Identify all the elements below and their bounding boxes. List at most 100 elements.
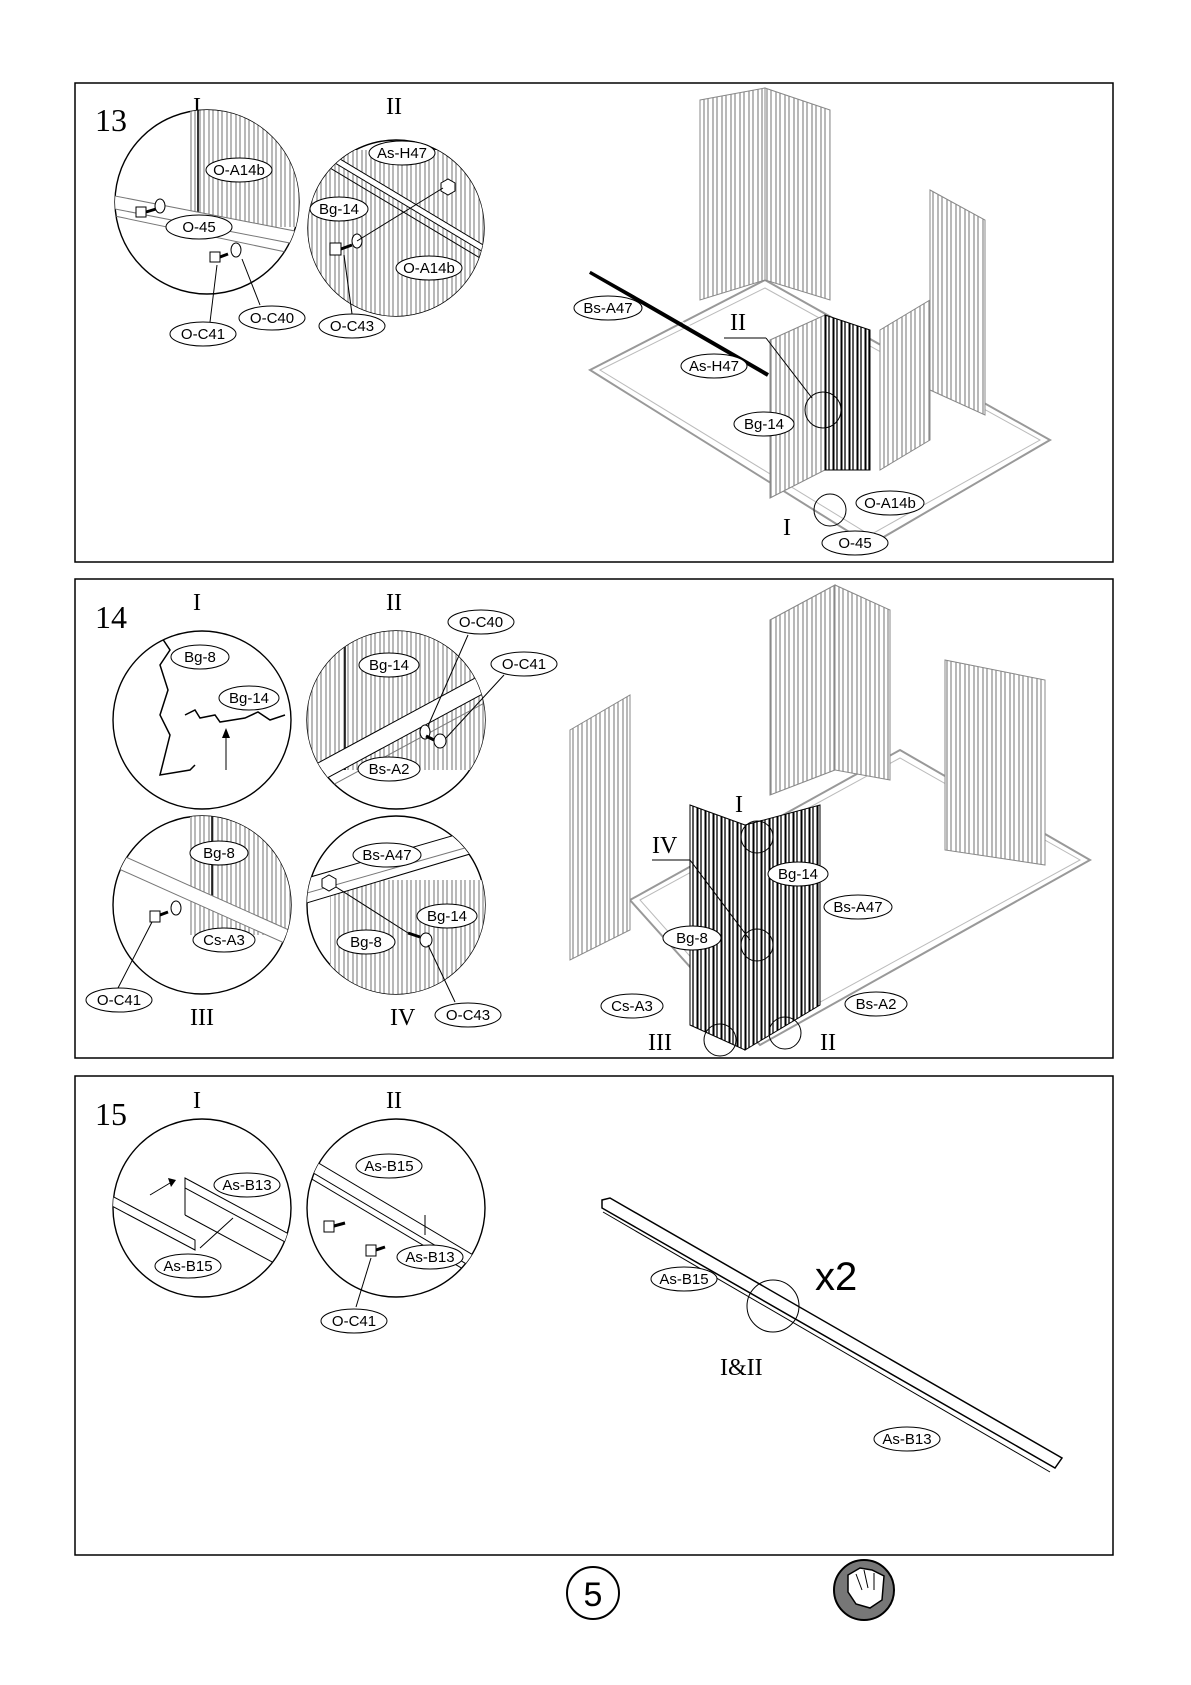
- callout-bs-a2-main: Bs-A2: [845, 992, 907, 1016]
- step-number: 14: [95, 599, 127, 635]
- step-number: 15: [95, 1096, 127, 1132]
- view-label-ii: II: [386, 1088, 402, 1114]
- main-assembly-step-13: II I Bs-A47 As-H47 Bg-14 O-A14b O-45: [574, 88, 1050, 555]
- callout-o-c41-2: O-C41: [86, 988, 152, 1012]
- callout-bs-a2: Bs-A2: [358, 757, 420, 781]
- svg-text:Bs-A2: Bs-A2: [369, 761, 410, 778]
- callout-o-a14b: O-A14b: [206, 158, 272, 182]
- callout-bs-a47: Bs-A47: [353, 843, 421, 867]
- svg-text:O-45: O-45: [182, 219, 215, 236]
- step-number: 13: [95, 102, 127, 138]
- svg-text:O-A14b: O-A14b: [403, 260, 455, 277]
- svg-text:As-H47: As-H47: [689, 358, 739, 375]
- view-marker-i: I: [783, 515, 791, 541]
- svg-text:Bg-8: Bg-8: [676, 930, 708, 947]
- callout-as-b15: As-B15: [155, 1254, 221, 1278]
- svg-text:Bg-14: Bg-14: [369, 657, 409, 674]
- callout-o-a14b-main: O-A14b: [856, 491, 924, 515]
- callout-cs-a3: Cs-A3: [193, 928, 255, 952]
- callout-o-c40: O-C40: [448, 610, 514, 634]
- svg-text:O-C40: O-C40: [250, 310, 294, 327]
- svg-text:Bg-8: Bg-8: [184, 649, 216, 666]
- svg-text:As-B15: As-B15: [659, 1271, 708, 1288]
- svg-text:O-C43: O-C43: [330, 318, 374, 335]
- main-assembly-step-14: I IV III II Bg-14 Bs-A47 Bg-8 Cs-A3: [570, 585, 1090, 1056]
- view-label-iii: III: [190, 1005, 214, 1031]
- svg-text:Cs-A3: Cs-A3: [611, 998, 653, 1015]
- step-15-panel: 15 I II As-B13 As-B15: [75, 1076, 1113, 1555]
- page-number: 5: [584, 1576, 603, 1614]
- callout-bg-8: Bg-8: [171, 645, 229, 669]
- svg-text:As-B15: As-B15: [163, 1258, 212, 1275]
- svg-text:O-C41: O-C41: [502, 656, 546, 673]
- callout-o-45: O-45: [166, 215, 232, 239]
- callout-bs-a47-main: Bs-A47: [824, 895, 892, 919]
- step-13-panel: 13 I II: [75, 83, 1113, 562]
- view-label-iv: IV: [390, 1005, 416, 1031]
- svg-text:As-B13: As-B13: [222, 1177, 271, 1194]
- callout-as-b13-2: As-B13: [397, 1245, 463, 1269]
- detail-view-i: Bg-8 Bg-14: [113, 631, 291, 809]
- callout-as-b13: As-B13: [214, 1173, 280, 1197]
- svg-text:O-A14b: O-A14b: [213, 162, 265, 179]
- callout-o-c41: O-C41: [321, 1309, 387, 1333]
- svg-text:O-C43: O-C43: [446, 1007, 490, 1024]
- callout-as-b15-2: As-B15: [356, 1154, 422, 1178]
- callout-bg-14-main: Bg-14: [768, 862, 828, 886]
- svg-text:O-C41: O-C41: [181, 326, 225, 343]
- detail-view-ii: Bg-14 O-C40 O-C41 Bs-A2: [305, 610, 557, 809]
- svg-text:Bs-A47: Bs-A47: [362, 847, 411, 864]
- svg-text:Bs-A2: Bs-A2: [856, 996, 897, 1013]
- svg-text:Bg-14: Bg-14: [744, 416, 784, 433]
- callout-as-h47-main: As-H47: [681, 354, 747, 378]
- callout-o-a14b-2: O-A14b: [396, 256, 462, 280]
- callout-o-c43: O-C43: [435, 1003, 501, 1027]
- callout-o-c40: O-C40: [239, 306, 305, 330]
- gloves-icon: [834, 1560, 894, 1620]
- view-marker-iii: III: [648, 1030, 672, 1056]
- svg-text:O-45: O-45: [838, 535, 871, 552]
- callout-o-c41: O-C41: [170, 322, 236, 346]
- view-marker-ii: II: [820, 1030, 836, 1056]
- callout-o-c43: O-C43: [319, 314, 385, 338]
- detail-view-iii: Bg-8 Cs-A3 O-C41: [86, 815, 300, 1012]
- callout-bg-14-3: Bg-14: [417, 904, 477, 928]
- view-label-ii: II: [386, 590, 402, 616]
- view-label-ii: II: [386, 94, 402, 120]
- svg-text:Bg-8: Bg-8: [350, 934, 382, 951]
- callout-cs-a3-main: Cs-A3: [601, 994, 663, 1018]
- callout-bg-14-2: Bg-14: [359, 653, 419, 677]
- callout-as-h47: As-H47: [369, 141, 435, 165]
- svg-text:O-C41: O-C41: [332, 1313, 376, 1330]
- callout-bg-14: Bg-14: [219, 686, 279, 710]
- view-marker-i: I: [735, 792, 743, 818]
- detail-view-i: As-B13 As-B15: [110, 1119, 300, 1297]
- view-marker-iv: IV: [652, 833, 678, 859]
- step-14-panel: 14 I II III IV Bg-8 Bg-14: [75, 579, 1113, 1058]
- callout-bg-14: Bg-14: [310, 197, 368, 221]
- svg-text:Cs-A3: Cs-A3: [203, 932, 245, 949]
- svg-text:As-B13: As-B13: [882, 1431, 931, 1448]
- view-label-i: I: [193, 590, 201, 616]
- callout-o-45-main: O-45: [822, 531, 888, 555]
- svg-text:Bg-14: Bg-14: [778, 866, 818, 883]
- svg-text:Bg-8: Bg-8: [203, 845, 235, 862]
- svg-text:Bs-A47: Bs-A47: [583, 300, 632, 317]
- svg-text:As-B13: As-B13: [405, 1249, 454, 1266]
- svg-text:As-H47: As-H47: [377, 145, 427, 162]
- callout-as-b13-main: As-B13: [874, 1427, 940, 1451]
- svg-text:O-A14b: O-A14b: [864, 495, 916, 512]
- callout-bg-8-3: Bg-8: [337, 930, 395, 954]
- callout-bg-8-2: Bg-8: [190, 841, 248, 865]
- view-marker-ii: II: [730, 310, 746, 336]
- quantity-multiplier: x2: [815, 1255, 857, 1299]
- callout-o-c41: O-C41: [491, 652, 557, 676]
- page-number-badge: 5: [567, 1567, 619, 1619]
- view-marker-i-and-ii: I&II: [720, 1355, 763, 1381]
- svg-text:Bg-14: Bg-14: [319, 201, 359, 218]
- detail-view-i: O-A14b O-45 O-C40 O-C41: [110, 105, 305, 346]
- svg-text:Bg-14: Bg-14: [229, 690, 269, 707]
- callout-as-b15-main: As-B15: [651, 1267, 717, 1291]
- svg-text:O-C40: O-C40: [459, 614, 503, 631]
- detail-view-iv: Bs-A47 Bg-14 Bg-8 O-C43: [300, 816, 501, 1027]
